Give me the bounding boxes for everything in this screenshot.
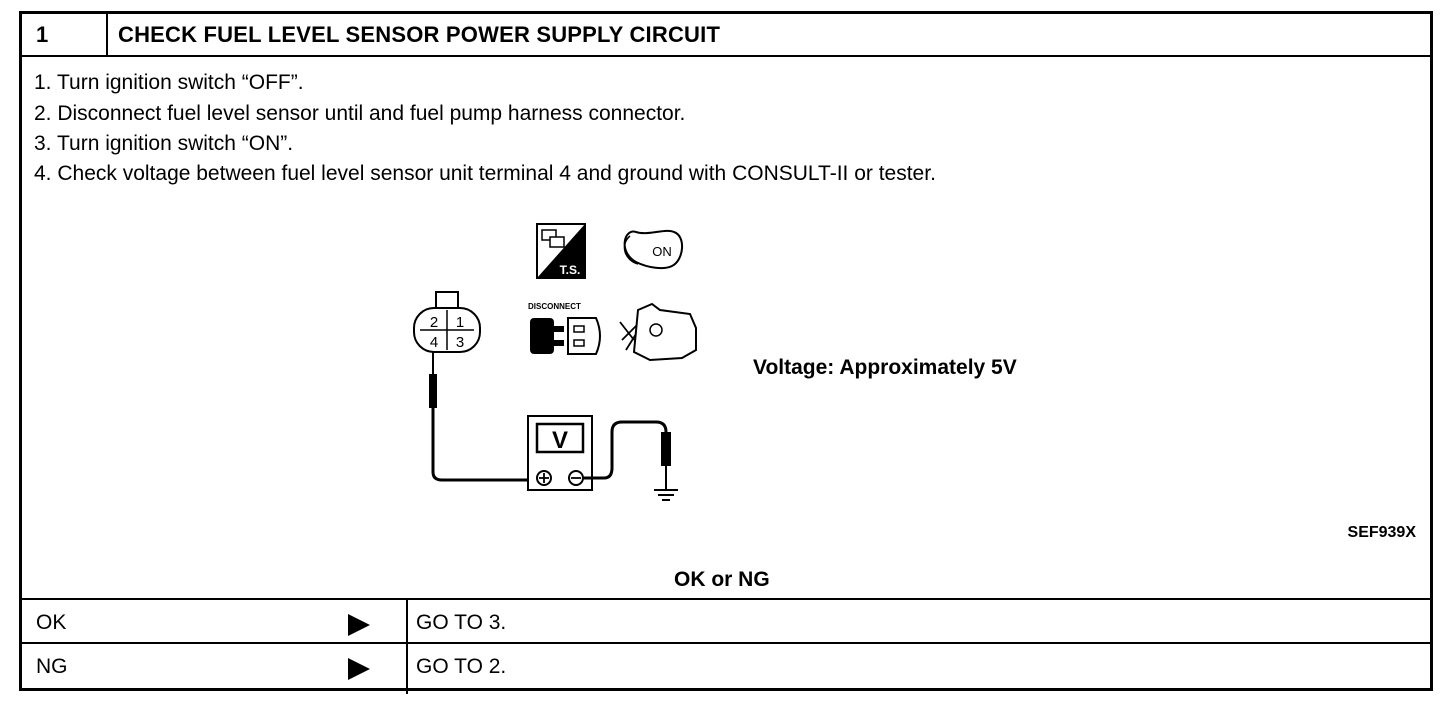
voltmeter-icon: V [527,415,593,491]
arrow-right-icon [348,658,370,680]
harness-connector-icon: 2 1 4 3 [413,291,481,353]
instruction-step-2: 2. Disconnect fuel level sensor until an… [34,102,686,125]
instruction-step-3: 3. Turn ignition switch “ON”. [34,132,294,155]
ignition-key-icon: ON [623,229,683,270]
result-action-ng: GO TO 2. [416,655,507,678]
diagnostic-procedure-table: 1 CHECK FUEL LEVEL SENSOR POWER SUPPLY C… [19,11,1433,694]
figure-code: SEF939X [1347,524,1416,541]
disconnect-label: DISCONNECT [528,302,581,311]
terminal-1: 1 [456,314,464,331]
voltage-specification: Voltage: Approximately 5V [753,356,1017,379]
result-prompt: OK or NG [674,568,770,591]
instruction-step-4: 4. Check voltage between fuel level sens… [34,162,936,185]
step-number: 1 [36,22,49,47]
result-action-ok: GO TO 3. [416,611,507,634]
results-divider [406,598,408,694]
tester-icon: T.S. [536,223,586,279]
disconnect-connector-icon [530,317,601,355]
header-rule [22,55,1430,57]
ts-label: T.S. [560,263,581,277]
meter-v-label: V [552,427,568,454]
engine-icon [619,302,697,362]
negative-probe-lead [583,420,671,490]
terminal-2: 2 [430,314,438,331]
result-label-ng: NG [36,655,68,678]
arrow-right-icon [348,614,370,636]
header-divider [106,14,108,56]
results-mid-rule [22,642,1430,644]
terminal-4: 4 [430,334,438,351]
positive-probe-lead [429,352,530,482]
terminal-3: 3 [456,334,464,351]
result-label-ok: OK [36,611,67,634]
procedure-title: CHECK FUEL LEVEL SENSOR POWER SUPPLY CIR… [118,22,721,47]
voltage-check-diagram: T.S. ON DISCONNECT 2 1 4 3 [413,223,697,501]
key-on-label: ON [652,244,672,259]
instruction-step-1: 1. Turn ignition switch “OFF”. [34,71,304,94]
results-top-rule [22,598,1430,600]
ground-icon [654,489,678,501]
